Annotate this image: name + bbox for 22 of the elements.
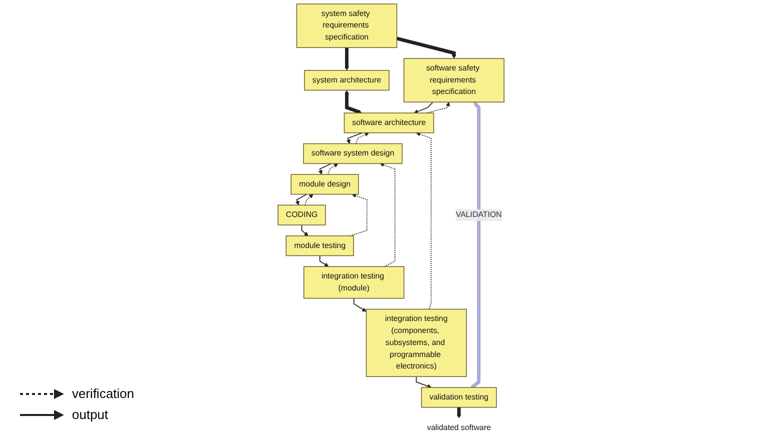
- arrow: [295, 194, 308, 206]
- arrow: [328, 163, 338, 175]
- arrow: [353, 298, 366, 312]
- arrow: [396, 36, 456, 59]
- arrow: [414, 102, 434, 114]
- arrow: [416, 376, 432, 388]
- arrow: [426, 102, 450, 114]
- legend-label: verification: [72, 386, 134, 401]
- arrow: [470, 102, 480, 389]
- arrow: [356, 132, 370, 144]
- arrow: [380, 162, 396, 268]
- arrow: [319, 255, 329, 267]
- arrow: [416, 132, 432, 310]
- legend-label: output: [72, 407, 108, 422]
- arrow: [350, 194, 368, 236]
- arrow: [346, 132, 363, 144]
- arrow: [318, 163, 332, 175]
- arrow: [456, 407, 462, 418]
- arrow: [304, 194, 314, 206]
- arrow: [344, 48, 349, 71]
- arrow: [344, 90, 362, 114]
- arrow: [301, 224, 308, 236]
